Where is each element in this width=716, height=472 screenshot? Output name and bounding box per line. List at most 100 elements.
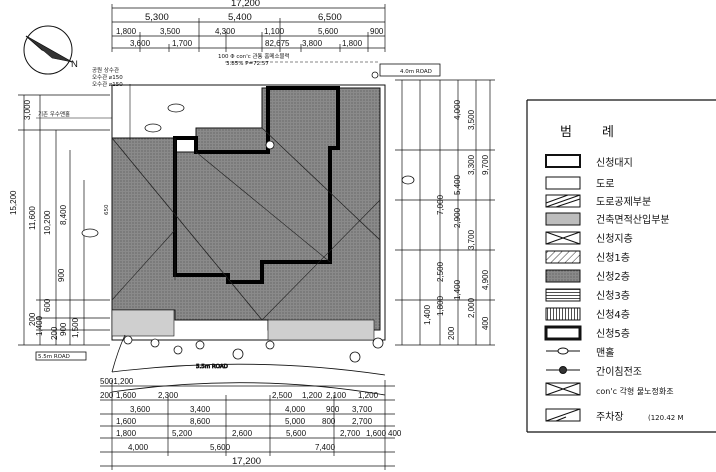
dim-label: 2,100 — [326, 391, 347, 400]
note-sewer-pipe: 오수관 ⌀150 — [92, 73, 123, 81]
dim-label: 2,700 — [340, 429, 361, 438]
dim-label: 4,000 — [285, 405, 306, 414]
manhole-markers — [81, 71, 415, 363]
left-dimension-labels: 3,000 15,200 11,600 10,200 8,400 650 200… — [9, 99, 110, 340]
dim-label: 3,400 — [190, 405, 211, 414]
dim-label: 5,400 — [453, 174, 462, 195]
left-dimensions — [18, 94, 110, 346]
dim-label: 7,400 — [315, 443, 336, 452]
dim-label: 8,400 — [59, 204, 68, 225]
right-dimensions — [395, 79, 495, 346]
dim-label: 1,600 — [116, 391, 137, 400]
dim-label: 3,700 — [352, 405, 373, 414]
legend-label-basement: 신청지층 — [596, 233, 633, 245]
note-manhole: 기존 우수맨홀 — [38, 110, 70, 118]
dim-label: 4,000 — [128, 443, 149, 452]
dim-label: 6,500 — [318, 12, 342, 23]
dim-label: 200 — [447, 326, 456, 340]
site-notes: 100 Φ con'c 관통 홈메소블럭 3.85% P=72.57 공원 상수… — [36, 52, 380, 140]
dim-label: 82,675 — [265, 39, 290, 48]
dim-label: 400 — [481, 316, 490, 330]
legend-swatch-3f — [545, 288, 581, 302]
dim-label: 900 — [370, 27, 384, 36]
dim-label: 200 — [28, 312, 37, 326]
legend-swatch-road-deduction — [545, 194, 581, 208]
dim-label: 2,900 — [453, 207, 462, 228]
north-arrow: N — [23, 25, 78, 75]
bottom-dimensions — [100, 380, 395, 470]
dim-label: 5,200 — [172, 429, 193, 438]
road-bottom-label: 5.5m ROAD — [196, 364, 228, 370]
dim-label: 5,000 — [285, 417, 306, 426]
legend-labels: 신청대지 도로 도로공제부분 건축면적산입부분 신청지층 신청1층 신청2층 신… — [596, 157, 684, 423]
legend-swatch-building-area — [545, 212, 581, 226]
dim-label: 5,300 — [145, 12, 169, 23]
dim-label: 1,600 — [366, 429, 387, 438]
legend-swatch-5f — [544, 325, 582, 341]
legend-label-parking-area: (120.42 M — [648, 414, 684, 422]
note-sewer-pipe: 오수관 ⌀150 — [92, 80, 123, 88]
road-top: 4.0m ROAD — [379, 63, 441, 77]
dim-label: 2,600 — [232, 429, 253, 438]
legend-swatch-parking — [545, 408, 581, 422]
dim-label: 1,500 — [71, 317, 80, 338]
dim-label: 1,800 — [116, 429, 137, 438]
dim-label: 5001,200 — [100, 377, 134, 386]
dim-label: 1,800 — [116, 27, 137, 36]
dim-label: 800 — [322, 417, 336, 426]
dim-label: 2,500 — [272, 391, 293, 400]
top-dimensions — [111, 4, 386, 52]
legend: 범례 — [526, 99, 716, 433]
road-bottom: 5.5m ROAD — [111, 334, 386, 396]
dim-label: 900 — [326, 405, 340, 414]
dim-label: 4,000 — [453, 99, 462, 120]
legend-label-road-deduction: 도로공제부분 — [596, 196, 651, 208]
dim-label: 1,400 — [35, 315, 44, 336]
dim-label: 2,300 — [158, 391, 179, 400]
dim-label: 200 — [50, 326, 59, 340]
building-footprint — [111, 86, 381, 341]
dim-label: 1,200 — [358, 391, 379, 400]
legend-swatch-manhole — [546, 347, 580, 355]
legend-label-manhole: 맨홀 — [596, 346, 614, 359]
top-dimension-labels: 17,200 5,300 5,400 6,500 1,800 3,500 4,3… — [116, 0, 384, 48]
dim-label: 5,600 — [286, 429, 307, 438]
legend-swatch-septic — [546, 366, 580, 374]
dim-label: 1,400 — [453, 279, 462, 300]
north-label: N — [71, 59, 78, 70]
dim-label: 1,800 — [436, 295, 445, 316]
right-dimension-labels: 4,000 3,500 9,700 3,300 5,400 7,000 2,90… — [423, 99, 490, 340]
legend-label-1f: 신청1층 — [596, 252, 630, 264]
legend-label-2f: 신청2층 — [596, 271, 630, 283]
dim-label: 5,600 — [318, 27, 339, 36]
dim-label: 3,500 — [160, 27, 181, 36]
dim-label: 9,700 — [481, 154, 490, 175]
legend-label-parking: 주차장 — [596, 411, 624, 423]
dim-label: 15,200 — [9, 190, 18, 215]
legend-swatches — [544, 154, 582, 422]
legend-label-site: 신청대지 — [596, 157, 633, 169]
dim-label: 3,800 — [302, 39, 323, 48]
legend-label-road: 도로 — [596, 179, 614, 190]
legend-swatch-road — [545, 176, 581, 190]
dim-label: 650 — [104, 204, 110, 215]
dim-label: 7,000 — [436, 194, 445, 215]
road-left: 5.5m ROAD — [35, 351, 87, 361]
dim-label: 900 — [57, 268, 66, 282]
legend-label-septic: 간이침전조 — [596, 366, 642, 378]
dim-label: 200 — [100, 391, 114, 400]
legend-swatch-site — [545, 154, 581, 168]
dim-label: 1,100 — [264, 27, 285, 36]
dim-label: 4,900 — [481, 269, 490, 290]
legend-label-5f: 신청5층 — [596, 328, 630, 340]
legend-swatch-4f — [545, 307, 581, 321]
legend-swatch-basement — [545, 231, 581, 245]
road-left-label: 5.5m ROAD — [38, 354, 70, 360]
legend-swatch-1f — [545, 250, 581, 264]
dim-label: 5,600 — [210, 443, 231, 452]
dim-label: 4,300 — [215, 27, 236, 36]
dim-label: 5,400 — [228, 12, 252, 23]
dim-label: 2,000 — [467, 297, 476, 318]
legend-label-conc-tank: con'c 각형 물노정화조 — [596, 386, 674, 396]
